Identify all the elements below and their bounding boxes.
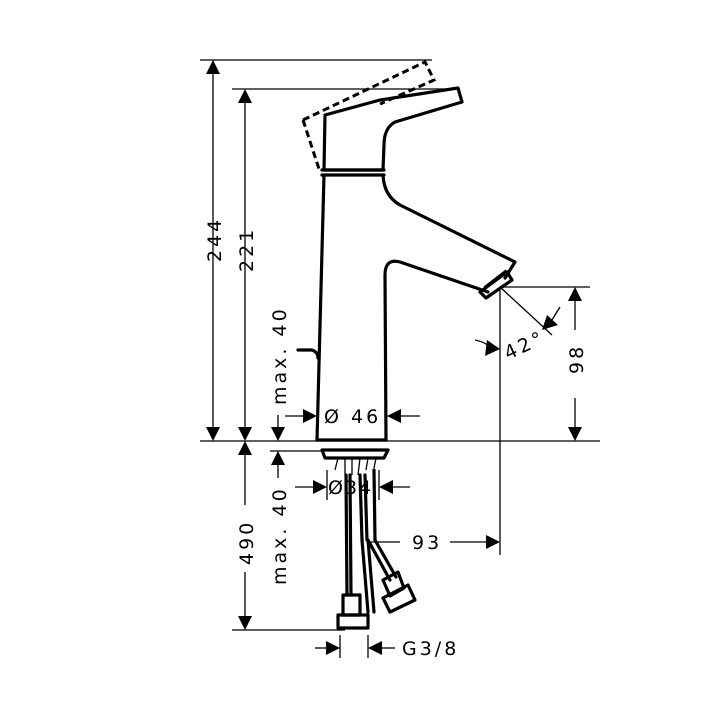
dim-221: 221 — [236, 227, 258, 272]
dim-490: 490 — [236, 520, 258, 565]
dim-93: 93 — [412, 532, 442, 554]
dimension-lines — [200, 59, 600, 658]
dim-g38: G3/8 — [402, 638, 459, 660]
dim-max40-bottom: max. 40 — [269, 486, 291, 585]
faucet-outline — [296, 60, 517, 630]
dim-max40-top: max. 40 — [269, 306, 291, 405]
dim-body-diameter: Ø 46 — [324, 406, 381, 428]
dim-42-degree: 42° — [501, 327, 549, 365]
dim-hole-diameter: Ø34 — [328, 477, 373, 499]
dim-244: 244 — [204, 217, 226, 262]
dim-98: 98 — [566, 344, 588, 374]
